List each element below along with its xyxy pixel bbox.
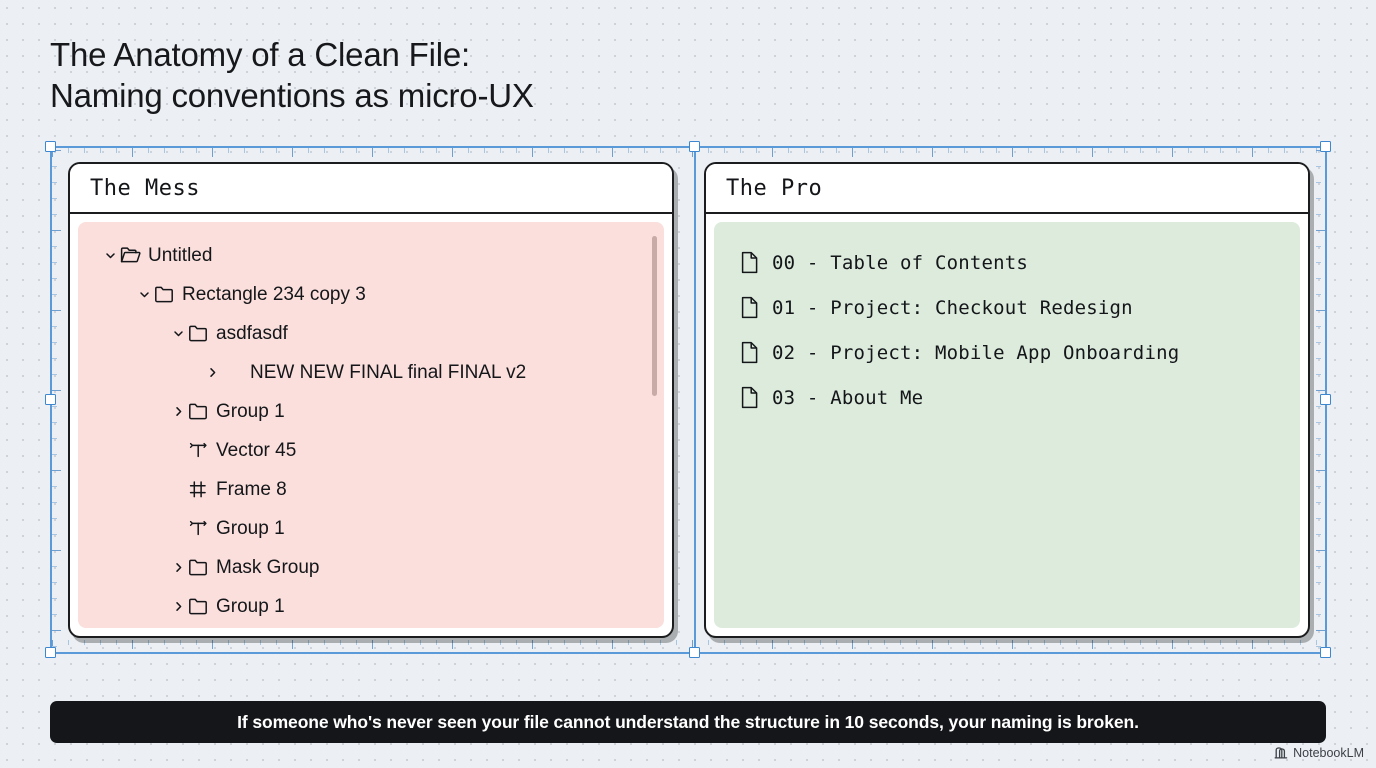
chevron-right-icon[interactable] <box>168 561 188 574</box>
tree-row-label: Group 1 <box>216 595 285 617</box>
folder-icon <box>188 402 214 421</box>
mess-card[interactable]: The Mess Untitled <box>68 162 674 638</box>
chevron-right-icon[interactable] <box>168 405 188 418</box>
pro-file-list-panel[interactable]: 00 - Table of Contents 01 - Project: Che… <box>714 222 1300 628</box>
selection-bottom-edge <box>50 652 1326 654</box>
mess-card-body: Untitled Rectangle 234 copy 3 <box>70 214 672 636</box>
page-title-line-1: The Anatomy of a Clean File: <box>50 36 470 73</box>
tree-row-label: Mask Group <box>216 556 320 578</box>
folder-icon <box>188 324 214 343</box>
tree-row-label: Rectangle 234 copy 3 <box>182 283 366 305</box>
notebooklm-icon <box>1274 746 1288 760</box>
frame-icon <box>188 480 214 499</box>
tree-row-label: Untitled <box>148 244 213 266</box>
list-item[interactable]: 00 - Table of Contents <box>714 240 1300 285</box>
tree-row-label: Vector 45 <box>216 439 297 461</box>
pro-card-title: The Pro <box>726 175 823 201</box>
list-item-label: 01 - Project: Checkout Redesign <box>772 296 1133 319</box>
tree-row[interactable]: Frame 8 <box>78 470 664 509</box>
chevron-down-icon[interactable] <box>168 327 188 340</box>
tree-row[interactable]: Vector 45 <box>78 431 664 470</box>
selection-handle-top-right[interactable] <box>1320 141 1331 152</box>
tree-row[interactable]: Mask Group <box>78 548 664 587</box>
document-icon <box>740 251 772 274</box>
tree-row[interactable]: Group 1 <box>78 509 664 548</box>
tree-row-label: Group 1 <box>216 517 285 539</box>
list-item-label: 03 - About Me <box>772 386 924 409</box>
document-icon <box>740 386 772 409</box>
selection-handle-top-middle[interactable] <box>689 141 700 152</box>
document-icon <box>740 341 772 364</box>
chevron-down-icon[interactable] <box>100 249 120 262</box>
page-title: The Anatomy of a Clean File: Naming conv… <box>50 34 950 116</box>
chevron-right-icon[interactable] <box>202 366 222 379</box>
tree-row[interactable]: asdfasdf <box>78 314 664 353</box>
list-item[interactable]: 02 - Project: Mobile App Onboarding <box>714 330 1300 375</box>
tree-row[interactable]: Group 1 <box>78 392 664 431</box>
selection-handle-bottom-right[interactable] <box>1320 647 1331 658</box>
list-item-label: 00 - Table of Contents <box>772 251 1029 274</box>
chevron-right-icon[interactable] <box>168 600 188 613</box>
ruler-bottom <box>52 640 1324 649</box>
tree-row[interactable]: Rectangle 234 copy 3 <box>78 275 664 314</box>
ruler-top <box>52 148 1324 157</box>
document-icon <box>740 296 772 319</box>
pro-card-body: 00 - Table of Contents 01 - Project: Che… <box>706 214 1308 636</box>
selection-handle-middle-left[interactable] <box>45 394 56 405</box>
vector-icon <box>188 441 214 460</box>
tree-row[interactable]: Group 1 <box>78 587 664 626</box>
chevron-down-icon[interactable] <box>134 288 154 301</box>
tree-row-label: Frame 8 <box>216 478 287 500</box>
list-item[interactable]: 01 - Project: Checkout Redesign <box>714 285 1300 330</box>
layers-tree-panel[interactable]: Untitled Rectangle 234 copy 3 <box>78 222 664 628</box>
tree-row[interactable]: Untitled <box>78 236 664 275</box>
notebooklm-label: NotebookLM <box>1293 746 1364 760</box>
vector-icon <box>188 519 214 538</box>
selection-handle-bottom-left[interactable] <box>45 647 56 658</box>
callout-banner: If someone who's never seen your file ca… <box>50 701 1326 743</box>
folder-icon <box>188 597 214 616</box>
selection-handle-middle-right[interactable] <box>1320 394 1331 405</box>
mess-card-title: The Mess <box>90 175 200 201</box>
folder-icon <box>154 285 180 304</box>
selection-top-edge <box>50 146 1326 148</box>
list-item-label: 02 - Project: Mobile App Onboarding <box>772 341 1180 364</box>
mess-card-header: The Mess <box>70 164 672 214</box>
selection-handle-top-left[interactable] <box>45 141 56 152</box>
folder-icon <box>188 558 214 577</box>
tree-row-label: asdfasdf <box>216 322 288 344</box>
pro-card[interactable]: The Pro 00 - Table of Contents <box>704 162 1310 638</box>
selection-handle-bottom-middle[interactable] <box>689 647 700 658</box>
pro-card-header: The Pro <box>706 164 1308 214</box>
callout-text: If someone who's never seen your file ca… <box>237 711 1139 732</box>
layers-tree-scrollbar[interactable] <box>652 236 657 396</box>
page-title-line-2: Naming conventions as micro-UX <box>50 77 534 114</box>
tree-row-label: Group 1 <box>216 400 285 422</box>
notebooklm-watermark: NotebookLM <box>1274 746 1364 760</box>
tree-row[interactable]: NEW NEW FINAL final FINAL v2 <box>78 353 664 392</box>
tree-row-label: NEW NEW FINAL final FINAL v2 <box>250 361 527 383</box>
selection-middle-divider <box>694 146 696 653</box>
folder-open-icon <box>120 246 146 265</box>
list-item[interactable]: 03 - About Me <box>714 375 1300 420</box>
